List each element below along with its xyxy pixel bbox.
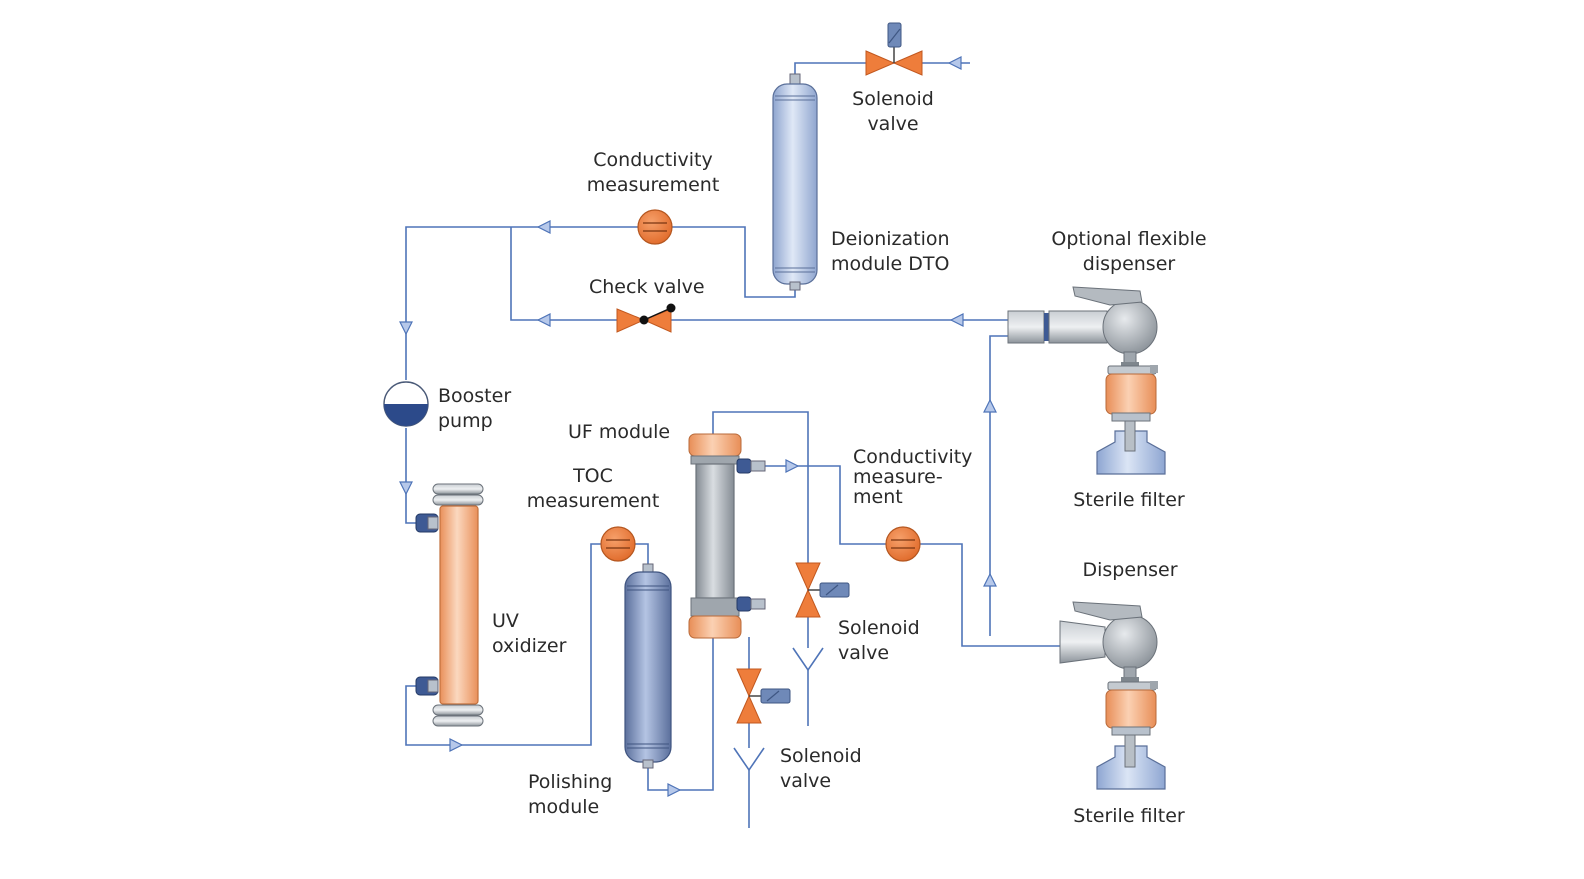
- label-line: Optional flexible: [1051, 228, 1207, 250]
- optional-dispenser-label: Optional flexible dispenser: [1044, 227, 1214, 277]
- uf-module-label: UF module: [568, 421, 671, 443]
- label-line: measurement: [526, 490, 660, 512]
- uf-module: [688, 433, 766, 639]
- dispenser-label: Dispenser: [1082, 559, 1178, 581]
- label-line: Conductivity: [853, 446, 973, 468]
- conductivity-mid-label: Conductivity measure- ment: [853, 447, 972, 507]
- label-line: Solenoid: [852, 88, 934, 110]
- deionization-module: [772, 73, 818, 291]
- label-line: valve: [780, 770, 832, 792]
- label-line: measure-: [853, 466, 943, 488]
- conductivity-meter-mid: [885, 526, 921, 562]
- booster-pump: [383, 381, 429, 427]
- label-line: module: [528, 796, 600, 818]
- label-line: oxidizer: [492, 635, 567, 657]
- sterile-filter-bottom-label: Sterile filter: [1073, 805, 1185, 827]
- optional-flexible-dispenser: [1007, 286, 1158, 368]
- toc-label: TOC measurement: [523, 464, 663, 514]
- conductivity-meter-top: [637, 209, 673, 245]
- label-line: measurement: [586, 174, 720, 196]
- label-line: module DTO: [831, 253, 950, 275]
- sterile-filter-top: [1096, 365, 1166, 475]
- uv-oxidizer: [415, 483, 484, 727]
- check-valve-label: Check valve: [589, 276, 705, 298]
- label-line: Solenoid: [780, 745, 862, 767]
- solenoid-valve-low-label: Solenoid valve: [780, 744, 862, 794]
- sterile-filter-bottom: [1096, 681, 1166, 790]
- booster-pump-label: Booster pump: [438, 384, 511, 434]
- sterile-filter-top-label: Sterile filter: [1073, 489, 1185, 511]
- polishing-module-label: Polishing module: [528, 770, 612, 820]
- label-line: TOC: [573, 465, 613, 487]
- flow-arrows: [399, 56, 997, 797]
- label-line: dispenser: [1082, 253, 1176, 275]
- solenoid-valve-top-label: Solenoid valve: [843, 87, 943, 137]
- check-valve: [616, 303, 676, 333]
- solenoid-valve-mid: [795, 562, 850, 618]
- label-line: UV: [492, 610, 519, 632]
- deionization-label: Deionization module DTO: [831, 227, 950, 277]
- conductivity-top-label: Conductivity measurement: [578, 148, 728, 198]
- label-line: valve: [838, 642, 890, 664]
- label-line: valve: [867, 113, 919, 135]
- label-line: Solenoid: [838, 617, 920, 639]
- label-line: pump: [438, 410, 493, 432]
- label-line: ment: [853, 486, 903, 508]
- uv-oxidizer-label: UV oxidizer: [492, 609, 566, 659]
- label-line: Conductivity: [593, 149, 713, 171]
- label-line: Deionization: [831, 228, 950, 250]
- dispenser: [1059, 601, 1158, 683]
- label-line: Booster: [438, 385, 512, 407]
- polishing-module: [624, 563, 672, 769]
- solenoid-valve-low: [736, 668, 791, 724]
- toc-meter: [600, 526, 636, 562]
- solenoid-valve-top: [865, 22, 923, 76]
- label-line: Polishing: [528, 771, 613, 793]
- solenoid-valve-mid-label: Solenoid valve: [838, 616, 920, 666]
